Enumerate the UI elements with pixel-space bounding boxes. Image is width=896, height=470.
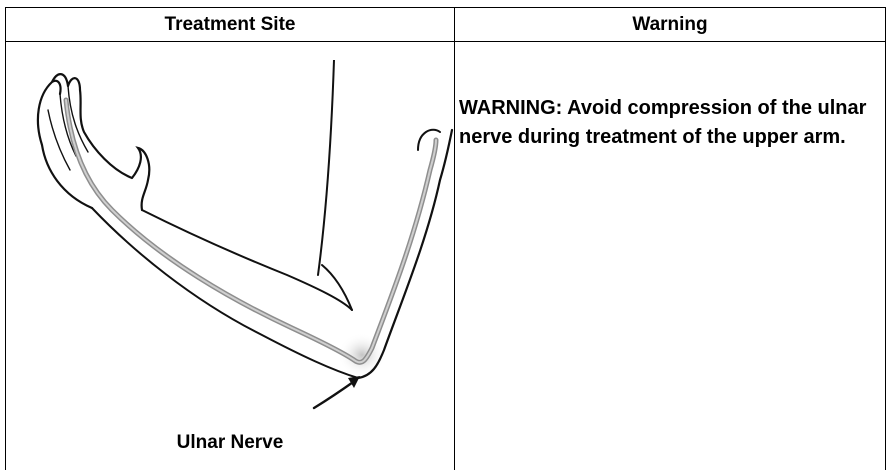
table-header-row: Treatment Site Warning	[6, 8, 885, 42]
ulnar-nerve-core	[66, 100, 436, 362]
bicep-line	[318, 60, 352, 310]
pointer-arrow	[314, 380, 356, 408]
pointer-arrowhead	[348, 376, 360, 388]
warning-text: WARNING: Avoid compression of the ulnar …	[459, 94, 879, 152]
arm-ulnar-nerve-illustration	[22, 60, 482, 420]
header-warning: Warning	[455, 8, 885, 41]
ulnar-nerve-caption: Ulnar Nerve	[120, 432, 340, 454]
header-treatment-site: Treatment Site	[6, 8, 454, 41]
